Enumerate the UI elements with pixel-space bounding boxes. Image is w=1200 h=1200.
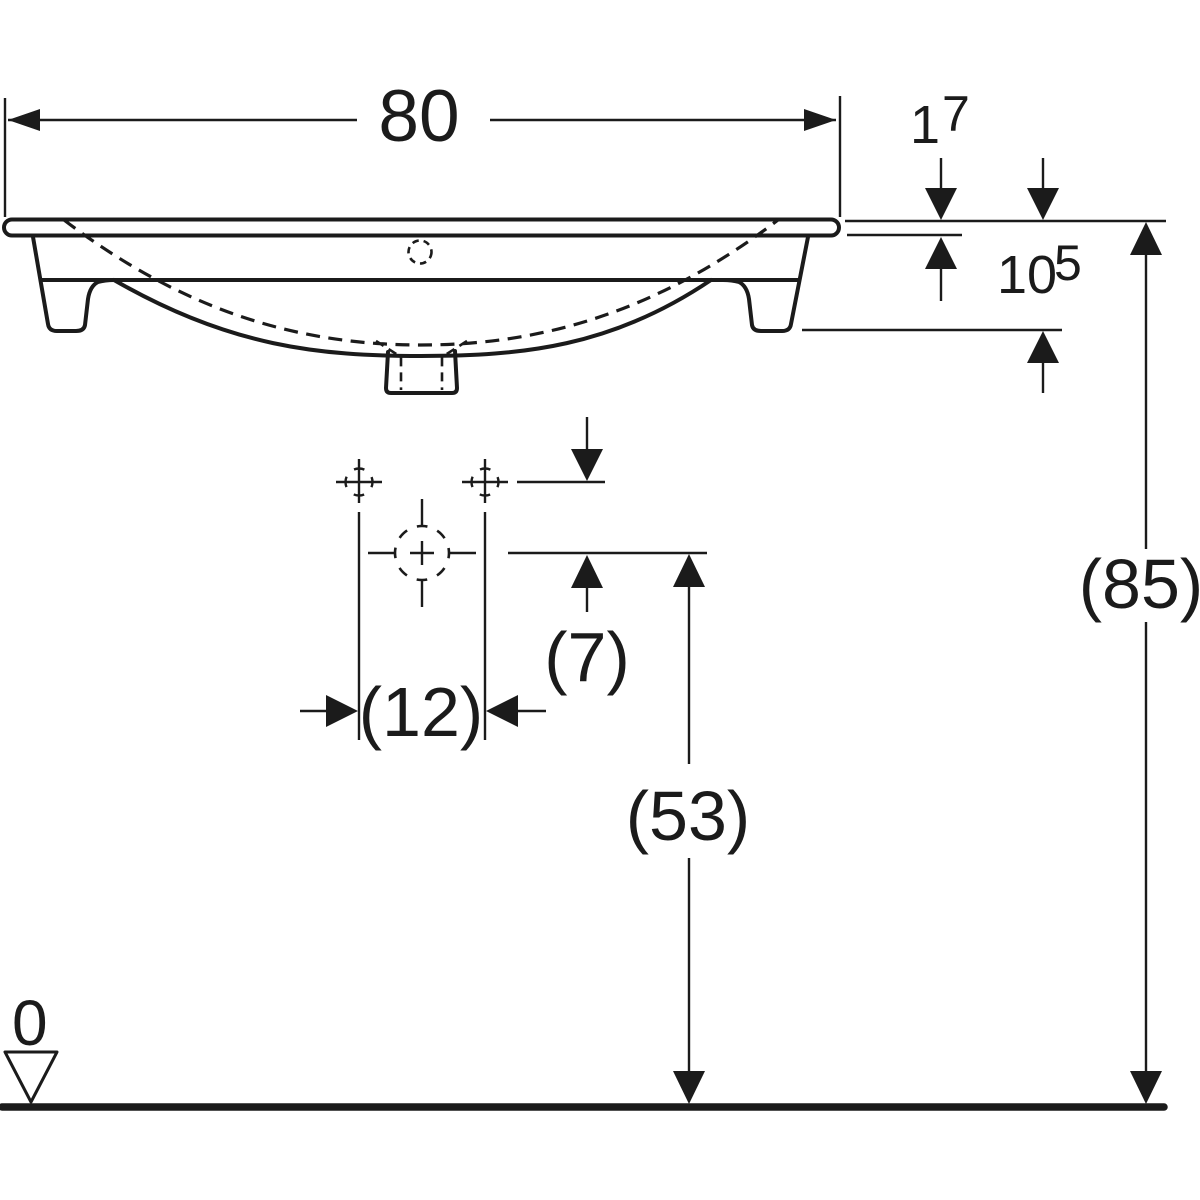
drain-hidden-lines xyxy=(375,339,468,390)
arrowhead-down-icon xyxy=(1130,1071,1162,1104)
dim-drain-height: (53) xyxy=(626,554,750,1104)
dim-basin-depth-superscript: 5 xyxy=(1054,235,1082,291)
dim-hole-spacing-label: (12) xyxy=(359,673,483,751)
floor-datum: 0 xyxy=(0,987,1168,1111)
dim-basin-depth: 10 5 xyxy=(802,158,1082,393)
rim-slab xyxy=(2,217,841,238)
arrowhead-up-icon xyxy=(673,554,705,587)
arrowhead-down-icon xyxy=(673,1071,705,1104)
hole-circle xyxy=(344,467,374,497)
dim-rim-height: (85) xyxy=(1079,222,1200,1104)
dim-rim-height-label: (85) xyxy=(1079,545,1200,623)
dim-hole-spacing: (12) xyxy=(300,512,546,751)
left-foot xyxy=(31,235,116,333)
arrowhead-down-icon xyxy=(1027,188,1059,220)
datum-triangle-icon xyxy=(3,1050,59,1104)
datum-level-label: 0 xyxy=(12,987,48,1059)
mounting-hole-left-marker xyxy=(336,459,382,503)
dim-rim-thickness-label: 1 xyxy=(910,95,940,155)
dim-width-label: 80 xyxy=(378,76,459,157)
arrowhead-down-icon xyxy=(925,188,957,220)
arrowhead-up-icon xyxy=(571,555,603,588)
basin-front-curve xyxy=(112,278,713,358)
arrowhead-right-icon xyxy=(804,109,836,131)
dim-basin-depth-label: 10 xyxy=(997,245,1057,305)
drain-stub xyxy=(384,349,459,395)
dim-rim-thickness: 1 7 xyxy=(845,86,1166,301)
centerline-cross xyxy=(368,499,476,607)
dim-hole-offset-label: (7) xyxy=(544,618,630,696)
basin-hidden-outline xyxy=(63,218,779,347)
arrowhead-up-icon xyxy=(1130,222,1162,255)
drain-circle xyxy=(393,524,451,582)
dim-drain-height-label: (53) xyxy=(626,777,750,855)
arrowhead-up-icon xyxy=(1027,331,1059,363)
arrowhead-down-icon xyxy=(571,449,603,481)
mounting-hole-right-marker xyxy=(462,459,508,503)
arrowhead-up-icon xyxy=(925,237,957,269)
tap-hole xyxy=(407,239,433,265)
dim-rim-thickness-superscript: 7 xyxy=(942,86,970,142)
hole-circle xyxy=(470,467,500,497)
dim-hole-offset: (7) xyxy=(508,417,707,696)
arrowhead-left-icon xyxy=(8,109,40,131)
arrowhead-left-icon xyxy=(486,695,518,727)
washbasin-front-view xyxy=(2,217,841,395)
dim-width: 80 xyxy=(3,76,842,217)
arrowhead-right-icon xyxy=(326,695,358,727)
drain-outlet-marker xyxy=(368,499,476,607)
right-foot xyxy=(721,235,810,333)
